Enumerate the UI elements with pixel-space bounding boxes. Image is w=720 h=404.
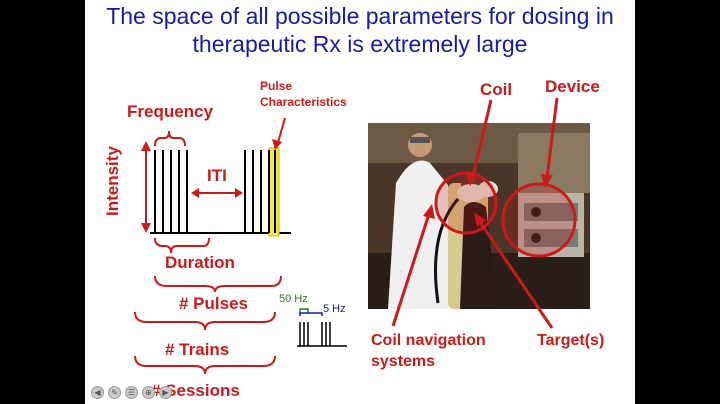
presentation-toolbar: ◀ ✎ ☰ ⊕ ▶ [91,386,172,399]
coil-label: Coil [480,80,512,100]
slide-menu-icon[interactable]: ☰ [125,386,138,399]
pulses-label: # Pulses [179,294,248,314]
hz5-bracket [300,313,322,316]
coil-nav-arrowhead [423,204,435,219]
iti-arrowhead-left [191,188,199,198]
intensity-arrowhead-down [141,223,151,233]
zoom-icon[interactable]: ⊕ [142,386,155,399]
slide: The space of all possible parameters for… [85,0,635,404]
intensity-label: Intensity [103,156,123,216]
duration-brace [155,238,209,253]
iti-label: ITI [207,166,227,186]
pulse-characteristics-label-line2: Characteristics [260,95,347,109]
iti-arrowhead-right [235,188,243,198]
pulse-train-1 [155,150,187,233]
device-label: Device [545,77,600,97]
pulse-characteristics-label-line1: Pulse [260,79,292,93]
intensity-arrowhead-up [141,141,151,151]
next-slide-icon[interactable]: ▶ [159,386,172,399]
hz5-label: 5 Hz [323,303,346,315]
hz50-label: 50 Hz [279,293,308,305]
device-arrow [547,98,557,178]
coil-highlight-circle [436,173,496,233]
device-highlight-circle [503,184,575,256]
pulses-brace [155,276,281,292]
coil-navigation-label-line2: systems [371,353,435,371]
trains-label: # Trains [165,340,229,360]
previous-slide-icon[interactable]: ◀ [91,386,104,399]
coil-arrow [473,100,491,176]
duration-label: Duration [165,253,235,273]
frequency-brace [155,131,185,146]
mini-pulse-diagram [297,322,347,346]
pen-icon[interactable]: ✎ [108,386,121,399]
targets-label: Target(s) [537,332,604,350]
coil-navigation-label-line1: Coil navigation [371,332,486,350]
frequency-label: Frequency [127,102,213,122]
trains-brace [135,312,275,330]
coil-nav-arrow [393,214,429,326]
